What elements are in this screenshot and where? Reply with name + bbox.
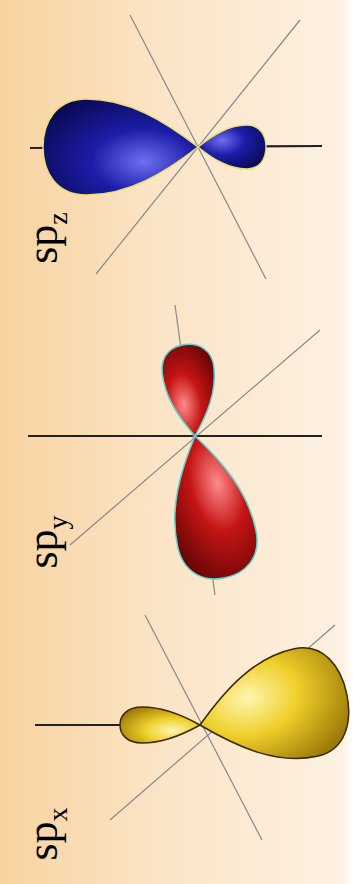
axis-subscript: y	[42, 515, 73, 529]
orbital-name: sp	[18, 529, 67, 568]
orbital-lobe	[120, 707, 200, 743]
orbital-name: sp	[18, 821, 67, 860]
orbital-name: sp	[18, 225, 67, 264]
orbital-label: spz	[21, 212, 72, 264]
axis-subscript: x	[42, 807, 73, 821]
orbital-lobe	[160, 342, 221, 439]
axis-line	[28, 435, 322, 437]
orbital-lobe	[156, 428, 264, 586]
axis-subscript: z	[42, 212, 73, 224]
orbital-lobe	[189, 640, 353, 779]
orbital-lobe	[43, 99, 198, 195]
orbital-label: spx	[21, 807, 72, 860]
orbital-label: spy	[21, 515, 72, 568]
orbital-lobe	[198, 125, 266, 169]
